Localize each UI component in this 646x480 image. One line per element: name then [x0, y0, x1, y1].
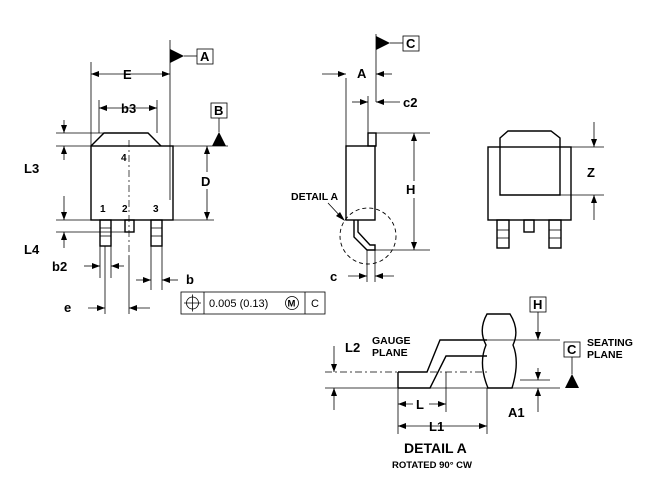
dim-a-label: A	[357, 66, 367, 81]
top-view: 4 1 2 3 A E b3 B D	[24, 40, 326, 315]
detail-lead-outline	[398, 339, 487, 389]
datum-h-label: H	[533, 297, 542, 312]
detail-a-title: DETAIL A	[404, 440, 467, 456]
tolerance-value: 0.005 (0.13)	[209, 298, 268, 310]
tolerance-modifier: M	[288, 299, 296, 310]
gauge-plane-note-2: PLANE	[372, 347, 408, 359]
datum-c2-label: C	[567, 342, 577, 357]
dim-a1-label: A1	[508, 405, 525, 420]
detail-a-subtitle: ROTATED 90° CW	[392, 460, 472, 471]
end-lead-right	[548, 219, 562, 249]
lead-2	[124, 219, 135, 233]
dim-l4-label: L4	[24, 242, 40, 257]
dim-e-label: E	[123, 67, 132, 82]
dim-d-label: D	[201, 174, 210, 189]
end-view: Z	[487, 122, 604, 249]
end-body-outline	[499, 130, 561, 196]
datum-a-box	[196, 48, 214, 65]
seating-plane-note-1: SEATING	[587, 337, 633, 349]
mmc-symbol-icon	[285, 296, 299, 310]
side-body-outline	[345, 145, 376, 221]
dim-h-label: H	[406, 182, 415, 197]
detail-a-callout: DETAIL A	[291, 191, 338, 203]
dim-c-label: c	[330, 269, 337, 284]
position-tolerance-frame: 0.005 (0.13) M C	[180, 291, 326, 315]
datum-a-label: A	[200, 49, 210, 64]
pin-label-1: 1	[100, 204, 106, 215]
dim-b-label: b	[186, 272, 194, 287]
gauge-plane-note-1: GAUGE	[372, 335, 411, 347]
detail-a-circle	[339, 207, 397, 265]
dim-b3-label: b3	[121, 101, 136, 116]
side-tab-outline	[367, 132, 377, 147]
pin-label-4: 4	[121, 153, 127, 164]
side-view: C A c2 H c DETAIL A	[291, 34, 430, 284]
dim-l-label: L	[416, 397, 424, 412]
dim-c2-label: c2	[403, 95, 417, 110]
end-lead-left	[496, 219, 510, 249]
lead-3	[150, 219, 163, 247]
dim-z-label: Z	[587, 165, 595, 180]
dim-l2-label: L2	[345, 340, 360, 355]
tolerance-datum: C	[311, 298, 319, 310]
top-tab-outline	[90, 132, 162, 147]
dim-l3-label: L3	[24, 161, 39, 176]
side-lead-outline	[353, 220, 376, 251]
detail-a-view: H C SEATING PLANE L2 GAUGE PLANE L	[325, 296, 633, 471]
end-lead-center	[523, 219, 535, 233]
detail-body-outline	[481, 313, 517, 389]
seating-plane-note-2: PLANE	[587, 349, 623, 361]
pin-label-2: 2	[122, 204, 128, 215]
dim-e-pitch-label: e	[64, 300, 71, 315]
lead-1	[99, 219, 112, 247]
dim-b2-label: b2	[52, 259, 67, 274]
dim-l1-label: L1	[429, 419, 444, 434]
datum-b-label: B	[214, 103, 223, 118]
datum-c-label: C	[406, 36, 416, 51]
datum-c-box	[402, 35, 420, 52]
pin-label-3: 3	[153, 204, 159, 215]
